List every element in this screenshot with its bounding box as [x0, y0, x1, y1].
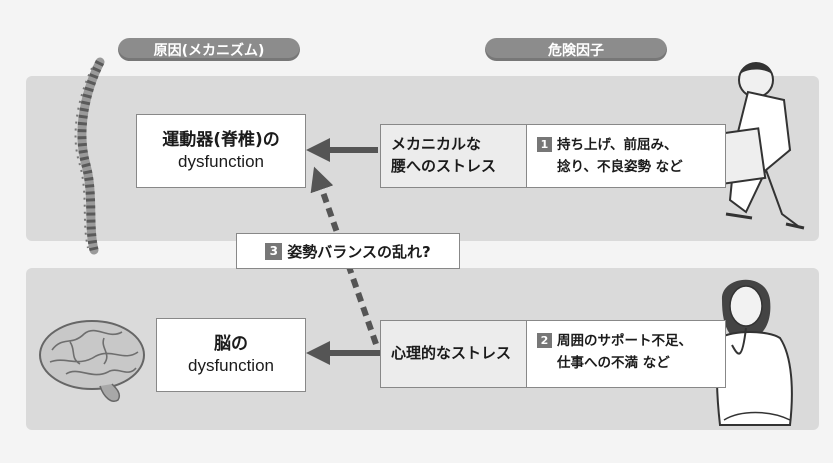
psychological-stress-line1: 心理的なストレス [391, 344, 512, 363]
risk-header: 危険因子 [485, 38, 667, 61]
psychological-factor-line1: 周囲のサポート不足、 [557, 333, 692, 349]
mechanical-factor-line1: 持ち上げ、前屈み、 [557, 137, 678, 153]
factor-number-badge: 1 [537, 137, 552, 152]
spine-illustration [74, 57, 105, 255]
brain-dysfunction-term: dysfunction [188, 356, 274, 375]
mechanical-stress-box: メカニカルな 腰へのストレス [380, 124, 528, 188]
mechanical-stress-line1: メカニカルな [391, 135, 482, 154]
mechanical-factor-box: 1 持ち上げ、前屈み、 捻り、不良姿勢 など [526, 124, 726, 188]
cause-header: 原因(メカニズム) [118, 38, 300, 61]
brain-dysfunction-box: 脳の dysfunction [156, 318, 306, 392]
factor-number-badge: 2 [537, 333, 552, 348]
balance-number-badge: 3 [265, 242, 283, 260]
mechanical-stress-line2: 腰へのストレス [391, 157, 497, 175]
worried-woman-illustration [716, 279, 793, 426]
brain-illustration [39, 320, 145, 402]
mechanical-factor-line2: 捻り、不良姿勢 など [557, 158, 683, 175]
spine-dysfunction-term: dysfunction [178, 152, 264, 171]
brain-dysfunction-title: 脳の [214, 333, 248, 354]
spine-dysfunction-title: 運動器(脊椎)の [162, 129, 280, 150]
posture-balance-box: 3 姿勢バランスの乱れ? [236, 233, 460, 269]
psychological-factor-box: 2 周囲のサポート不足、 仕事への不満 など [526, 320, 726, 388]
balance-text: 姿勢バランスの乱れ? [287, 242, 431, 261]
psychological-stress-box: 心理的なストレス [380, 320, 528, 388]
spine-dysfunction-box: 運動器(脊椎)の dysfunction [136, 114, 306, 188]
psychological-factor-line2: 仕事への不満 など [557, 354, 670, 371]
